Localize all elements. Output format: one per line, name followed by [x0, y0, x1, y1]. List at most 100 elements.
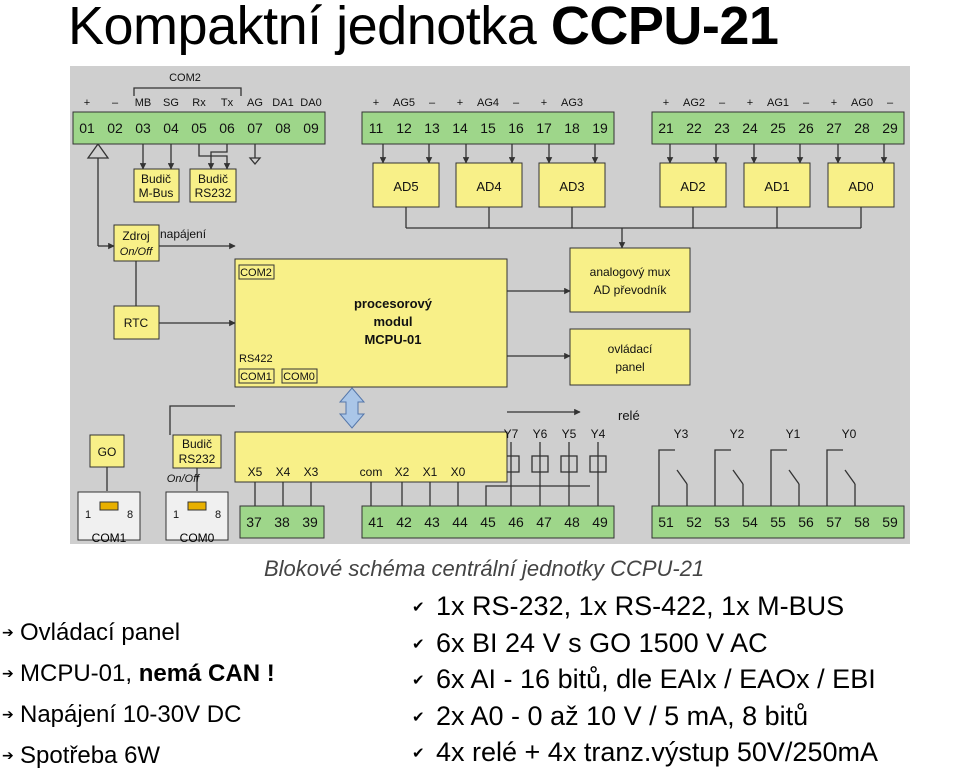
transistor-common: [485, 485, 590, 506]
transistor-label: Y7: [504, 427, 519, 441]
arrow-icon: ➔: [2, 624, 14, 640]
terminal-label: 43: [424, 514, 440, 530]
transistor-icon: [589, 455, 607, 473]
terminal-signal-label: Rx: [192, 97, 206, 109]
terminal-signal-label: DA0: [300, 97, 321, 109]
left-list-item: ➔Napájení 10-30V DC: [2, 694, 275, 735]
terminal-label: 45: [480, 514, 496, 530]
budic-rs232-label: RS232: [195, 186, 232, 200]
port-com1-pins: [99, 501, 119, 511]
cpu-com0-box: [281, 368, 318, 384]
terminal-label: 13: [424, 120, 440, 136]
terminal-label: 23: [714, 120, 730, 136]
terminal-label: 28: [854, 120, 870, 136]
port-com0-icon: [165, 491, 229, 541]
cpu-to-budic: [169, 405, 235, 435]
com2-label: COM2: [169, 72, 201, 84]
ag-minus: –: [803, 97, 810, 109]
io-label: X5: [248, 465, 263, 479]
terminal-label: 26: [798, 120, 814, 136]
terminal-label: 15: [480, 120, 496, 136]
tx-wire: [207, 144, 228, 170]
top-terminals-a-strip: [72, 111, 326, 145]
terminal-label: 38: [274, 514, 290, 530]
ad-block: [372, 162, 440, 208]
rele-label: relé: [618, 408, 640, 423]
title-bold: CCPU-21: [550, 0, 779, 56]
terminal-label: 04: [163, 120, 179, 136]
ad-block-label: AD3: [559, 179, 584, 194]
terminal-label: 29: [882, 120, 898, 136]
cpu-com1-box: [238, 368, 275, 384]
right-list-item: ✔6x BI 24 V s GO 1500 V AC: [410, 625, 878, 662]
terminal-label: 14: [452, 120, 468, 136]
budic-rs232-label: Budič: [198, 172, 228, 186]
onoff-label: On/Off: [167, 473, 200, 485]
transistor-icon: [531, 455, 549, 473]
bottom-terminals-a-strip: [239, 505, 325, 539]
bottom-terminals-b-strip: [361, 505, 615, 539]
bidirectional-arrow-icon: [338, 387, 366, 429]
terminal-label: 53: [714, 514, 730, 530]
terminal-label: 55: [770, 514, 786, 530]
cpu-title: modul: [374, 314, 413, 329]
budic-mbus-label: Budič: [141, 172, 171, 186]
ad-block: [659, 162, 727, 208]
terminal-label: 59: [882, 514, 898, 530]
io-label: com: [360, 465, 383, 479]
io-label: X2: [395, 465, 410, 479]
ad-block: [538, 162, 606, 208]
ag-minus: –: [429, 97, 436, 109]
ad-block: [827, 162, 895, 208]
terminal-signal-label: AG: [247, 97, 263, 109]
right-list-item: ✔4x relé + 4x tranz.výstup 50V/250mA: [410, 734, 878, 771]
terminal-label: 07: [247, 120, 263, 136]
check-icon: ✔: [412, 672, 425, 689]
cpu-title: MCPU-01: [364, 332, 421, 347]
transistor-label: Y4: [591, 427, 606, 441]
budic-rs232-bottom-block: [172, 434, 222, 469]
napajeni-label: napájení: [160, 227, 207, 241]
com2-bracket: [133, 87, 242, 96]
relay-contact-icon: [732, 469, 744, 485]
ag-label: AG1: [767, 97, 789, 109]
cpu-com2-label: COM2: [240, 267, 272, 279]
terminal-label: 09: [303, 120, 319, 136]
budic-rs232-label: Budič: [182, 437, 212, 451]
terminal-signal-label: MB: [135, 97, 152, 109]
ad-block-label: AD5: [393, 179, 418, 194]
budic-rs232-top-block: [189, 168, 237, 203]
terminal-label: 49: [592, 514, 608, 530]
terminal-label: 02: [107, 120, 123, 136]
terminal-signal-label: SG: [163, 97, 179, 109]
port-pin-label: 1: [85, 509, 91, 521]
check-icon: ✔: [412, 745, 425, 762]
go-block: [89, 434, 125, 468]
relay-contact-icon: [676, 469, 688, 485]
terminal-label: 08: [275, 120, 291, 136]
terminal-label: 27: [826, 120, 842, 136]
ag-plus: +: [831, 97, 837, 109]
transistor-icon: [560, 455, 578, 473]
cpu-com0-label: COM0: [283, 371, 315, 383]
budic-mbus-label: M-Bus: [139, 186, 174, 200]
ad-block-label: AD0: [848, 179, 873, 194]
panel-block: [569, 328, 691, 386]
relay-label: Y2: [730, 427, 745, 441]
relay-contact-icon: [788, 469, 800, 485]
terminal-label: 16: [508, 120, 524, 136]
io-label: X0: [451, 465, 466, 479]
arrow-icon: ➔: [2, 747, 14, 763]
io-label: X1: [423, 465, 438, 479]
terminal-label: 06: [219, 120, 235, 136]
terminal-label: 58: [854, 514, 870, 530]
terminal-label: 21: [658, 120, 674, 136]
ag-plus: +: [373, 97, 379, 109]
check-icon: ✔: [412, 599, 425, 616]
relay-wire: [826, 449, 843, 506]
relay-label: Y1: [786, 427, 801, 441]
ag-minus: –: [887, 97, 894, 109]
ag-label: AG5: [393, 97, 415, 109]
cpu-com2-box: [238, 264, 275, 280]
